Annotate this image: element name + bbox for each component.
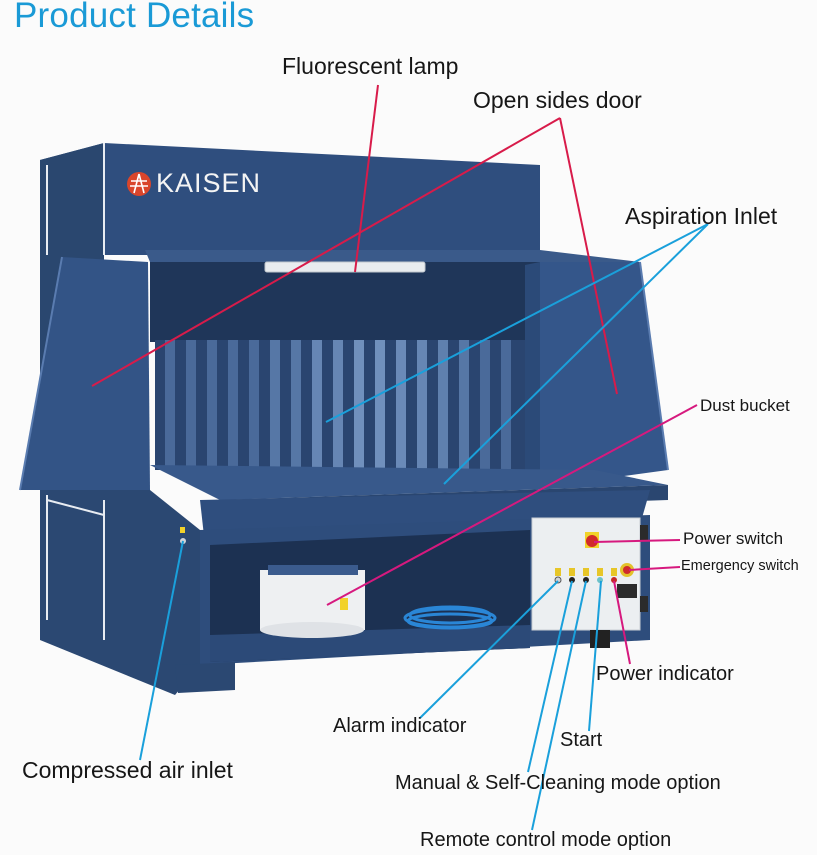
- leader-manual: [527, 580, 573, 773]
- label-start: Start: [560, 729, 603, 751]
- air-hose: [403, 605, 497, 630]
- leader-aspiration-1: [325, 223, 709, 423]
- leader-alarm: [419, 580, 559, 719]
- leader-fluorescent: [354, 84, 379, 273]
- label-fluorescent-lamp: Fluorescent lamp: [282, 53, 459, 79]
- back-panel: [40, 143, 540, 255]
- power-switch-knob: [586, 535, 598, 547]
- leader-remote: [531, 580, 587, 831]
- leader-power-switch: [593, 539, 681, 543]
- brand-name: KAISEN: [156, 168, 262, 198]
- leader-power-indicator: [613, 580, 631, 665]
- label-power-switch: Power switch: [683, 529, 784, 548]
- label-emergency-switch: Emergency switch: [681, 558, 799, 574]
- lower-left-side: [40, 490, 200, 695]
- dust-bucket: [260, 565, 365, 638]
- leader-start: [588, 580, 602, 732]
- filter-slats: [165, 340, 511, 470]
- hood-top: [145, 250, 640, 262]
- leader-door-right: [559, 117, 618, 395]
- brand-logo: KAISEN: [126, 168, 261, 199]
- page-title: Product Details: [14, 0, 255, 35]
- kaisen-logo-icon: [127, 171, 151, 196]
- label-open-sides-door: Open sides door: [473, 87, 642, 113]
- right-inner-panel: [525, 262, 540, 470]
- right-side-door: [540, 262, 668, 480]
- foot-left: [175, 662, 235, 693]
- hood-interior: [150, 262, 540, 342]
- leader-emergency: [628, 566, 681, 571]
- label-power-indicator: Power indicator: [596, 663, 734, 685]
- label-alarm-indicator: Alarm indicator: [333, 715, 467, 737]
- label-manual-self-cleaning: Manual & Self-Cleaning mode option: [395, 772, 721, 794]
- foot-right: [590, 630, 610, 648]
- fluorescent-lamp: [264, 261, 426, 273]
- leader-dust-bucket: [326, 404, 698, 606]
- leader-door-left: [91, 117, 561, 387]
- label-remote-control: Remote control mode option: [420, 829, 672, 851]
- left-side-door: [20, 257, 150, 490]
- label-aspiration-inlet: Aspiration Inlet: [625, 203, 778, 229]
- worktable: [150, 465, 668, 500]
- label-dust-bucket: Dust bucket: [700, 396, 790, 415]
- leader-compressed-air: [139, 540, 184, 761]
- leader-aspiration-2: [443, 223, 709, 485]
- label-compressed-air-inlet: Compressed air inlet: [22, 757, 233, 783]
